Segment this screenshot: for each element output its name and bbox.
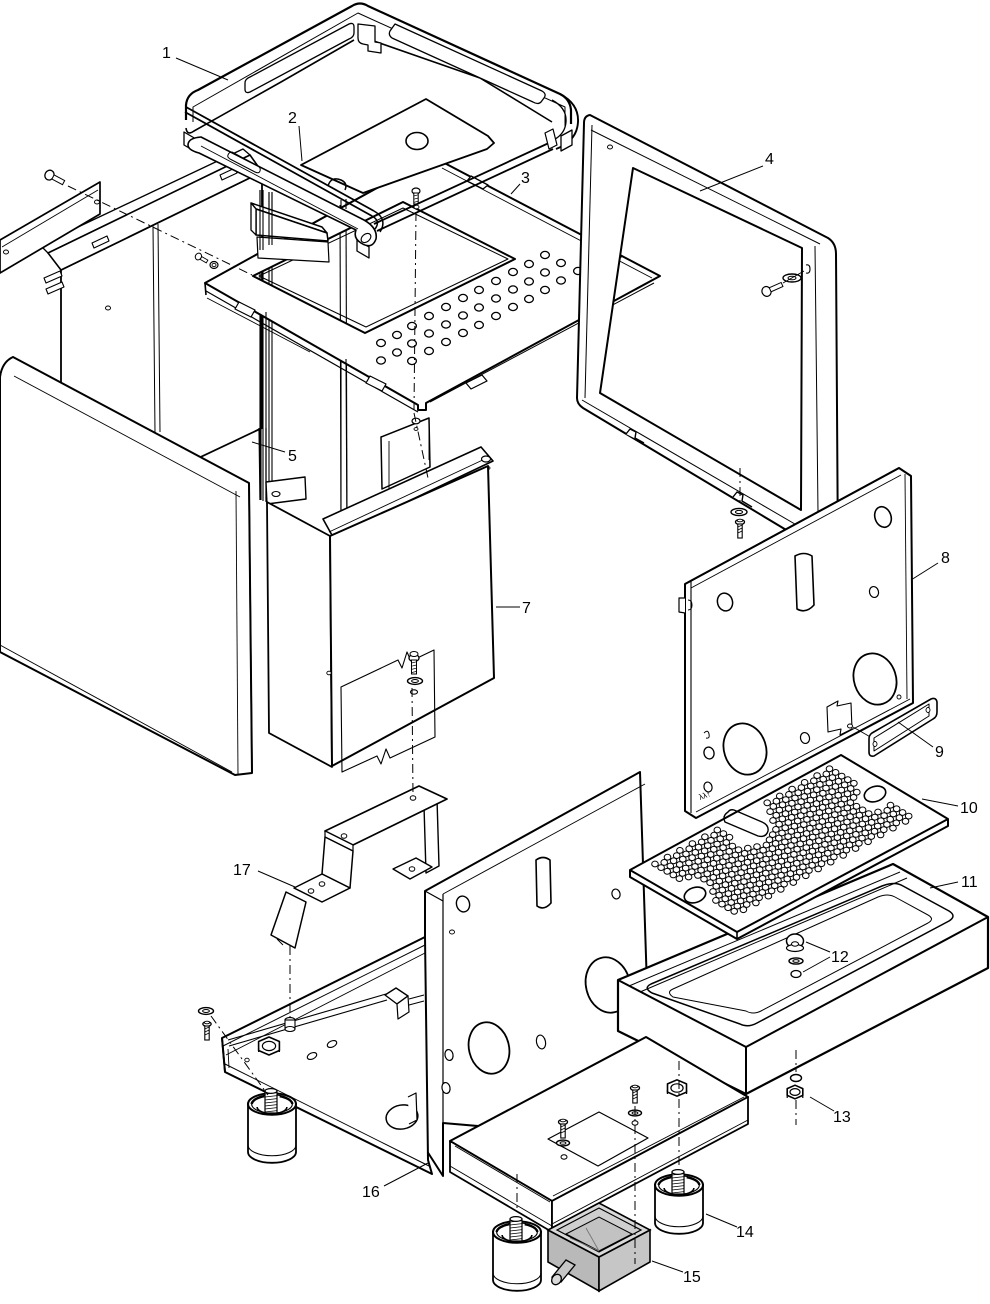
svg-text:9: 9 <box>935 744 944 761</box>
svg-text:11: 11 <box>961 874 978 891</box>
svg-text:1: 1 <box>162 45 171 62</box>
svg-text:5: 5 <box>288 448 297 465</box>
svg-text:7: 7 <box>522 600 531 617</box>
svg-text:2: 2 <box>288 110 297 127</box>
svg-text:10: 10 <box>960 800 978 817</box>
svg-text:4: 4 <box>765 151 774 168</box>
svg-text:8: 8 <box>941 550 950 567</box>
svg-text:13: 13 <box>833 1109 851 1126</box>
svg-text:λλ↑: λλ↑ <box>698 789 712 802</box>
svg-text:16: 16 <box>362 1184 380 1201</box>
svg-text:15: 15 <box>683 1269 701 1286</box>
svg-text:3: 3 <box>521 170 530 187</box>
svg-text:14: 14 <box>736 1224 754 1241</box>
svg-text:17: 17 <box>233 862 251 879</box>
svg-text:12: 12 <box>831 949 849 966</box>
